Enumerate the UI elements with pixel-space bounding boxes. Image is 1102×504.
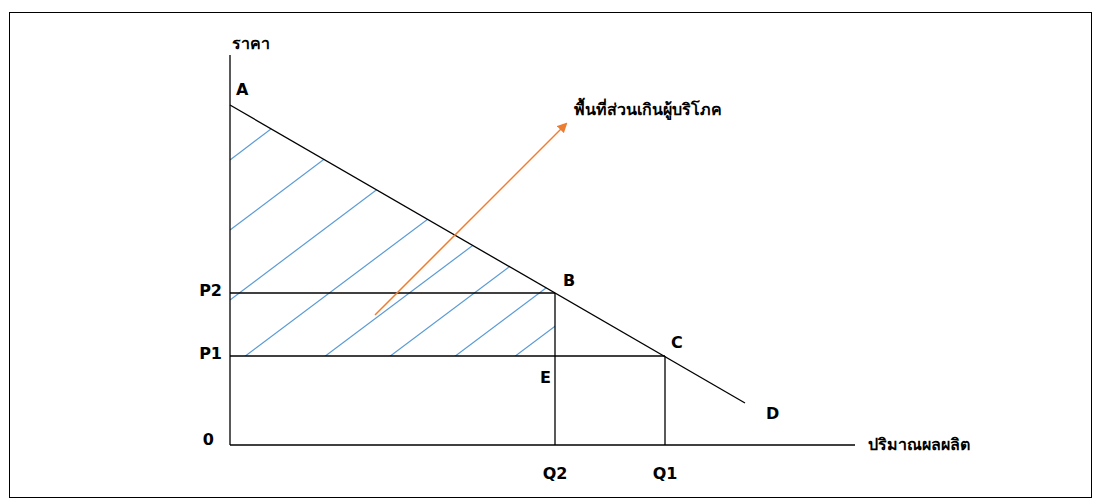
point-label: B [563,271,575,290]
curve-label: D [766,404,779,423]
point-label: E [540,368,551,387]
area-label: พื้นที่ส่วนเกินผู้บริโภค [574,100,722,119]
frame-border [10,13,1092,498]
pointer-arrow [375,124,566,315]
point-label: C [671,333,683,352]
axis-title: ราคา [232,34,270,53]
demand-curve [230,105,745,403]
axis-title: ปริมาณผลผลิต [868,435,970,454]
surplus-hatch [230,82,870,360]
quantity-line-q1 [664,356,665,445]
price-line-p2 [230,292,555,293]
price-line-p1 [230,355,665,356]
axes-and-lines [230,55,855,445]
point-label: A [236,80,248,99]
price-axis [229,55,230,445]
quantity-label: Q1 [653,464,678,483]
price-label: P2 [199,281,222,300]
quantity-axis [230,444,855,445]
origin-label: 0 [203,430,214,449]
price-label: P1 [199,344,222,363]
quantity-label: Q2 [543,464,568,483]
quantity-line-q2 [554,293,555,445]
